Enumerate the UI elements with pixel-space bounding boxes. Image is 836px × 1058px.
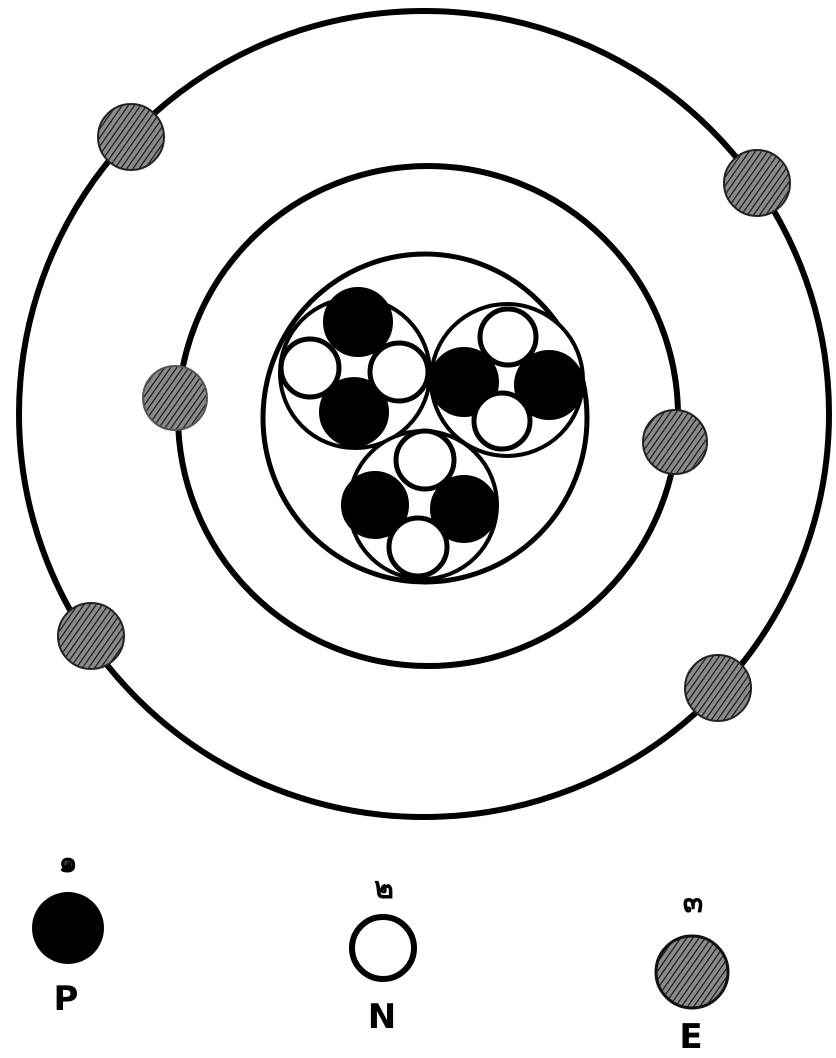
- neutron: [474, 393, 530, 449]
- proton: [325, 289, 391, 355]
- legend: ๑ P ๒ N ๓ E: [32, 845, 728, 1057]
- legend-proton-symbol: [32, 892, 104, 964]
- neutron: [370, 343, 428, 401]
- legend-mark-neutron: ๒: [374, 871, 394, 906]
- legend-item-electron: ๓ E: [656, 885, 728, 1057]
- inner-orbit: [178, 166, 678, 666]
- nucleon-cluster-3: [343, 431, 497, 579]
- electron: [58, 603, 124, 669]
- legend-label-proton: P: [54, 979, 79, 1019]
- neutron: [480, 309, 536, 365]
- legend-item-neutron: ๒ N: [352, 871, 414, 1037]
- electron: [724, 150, 790, 216]
- legend-electron-symbol: [656, 936, 728, 1008]
- legend-neutron-symbol: [352, 917, 414, 979]
- legend-mark-proton: ๑: [58, 845, 77, 880]
- neutron: [281, 339, 339, 397]
- legend-item-proton: ๑ P: [32, 845, 104, 1019]
- electron: [643, 410, 707, 474]
- electron: [685, 655, 751, 721]
- electron: [98, 104, 164, 170]
- legend-mark-electron: ๓: [683, 885, 704, 920]
- neutron: [389, 518, 447, 576]
- legend-label-electron: E: [679, 1017, 702, 1057]
- electron: [143, 366, 207, 430]
- neutron: [396, 431, 454, 489]
- legend-label-neutron: N: [368, 997, 396, 1037]
- nucleon-cluster-2: [431, 304, 583, 456]
